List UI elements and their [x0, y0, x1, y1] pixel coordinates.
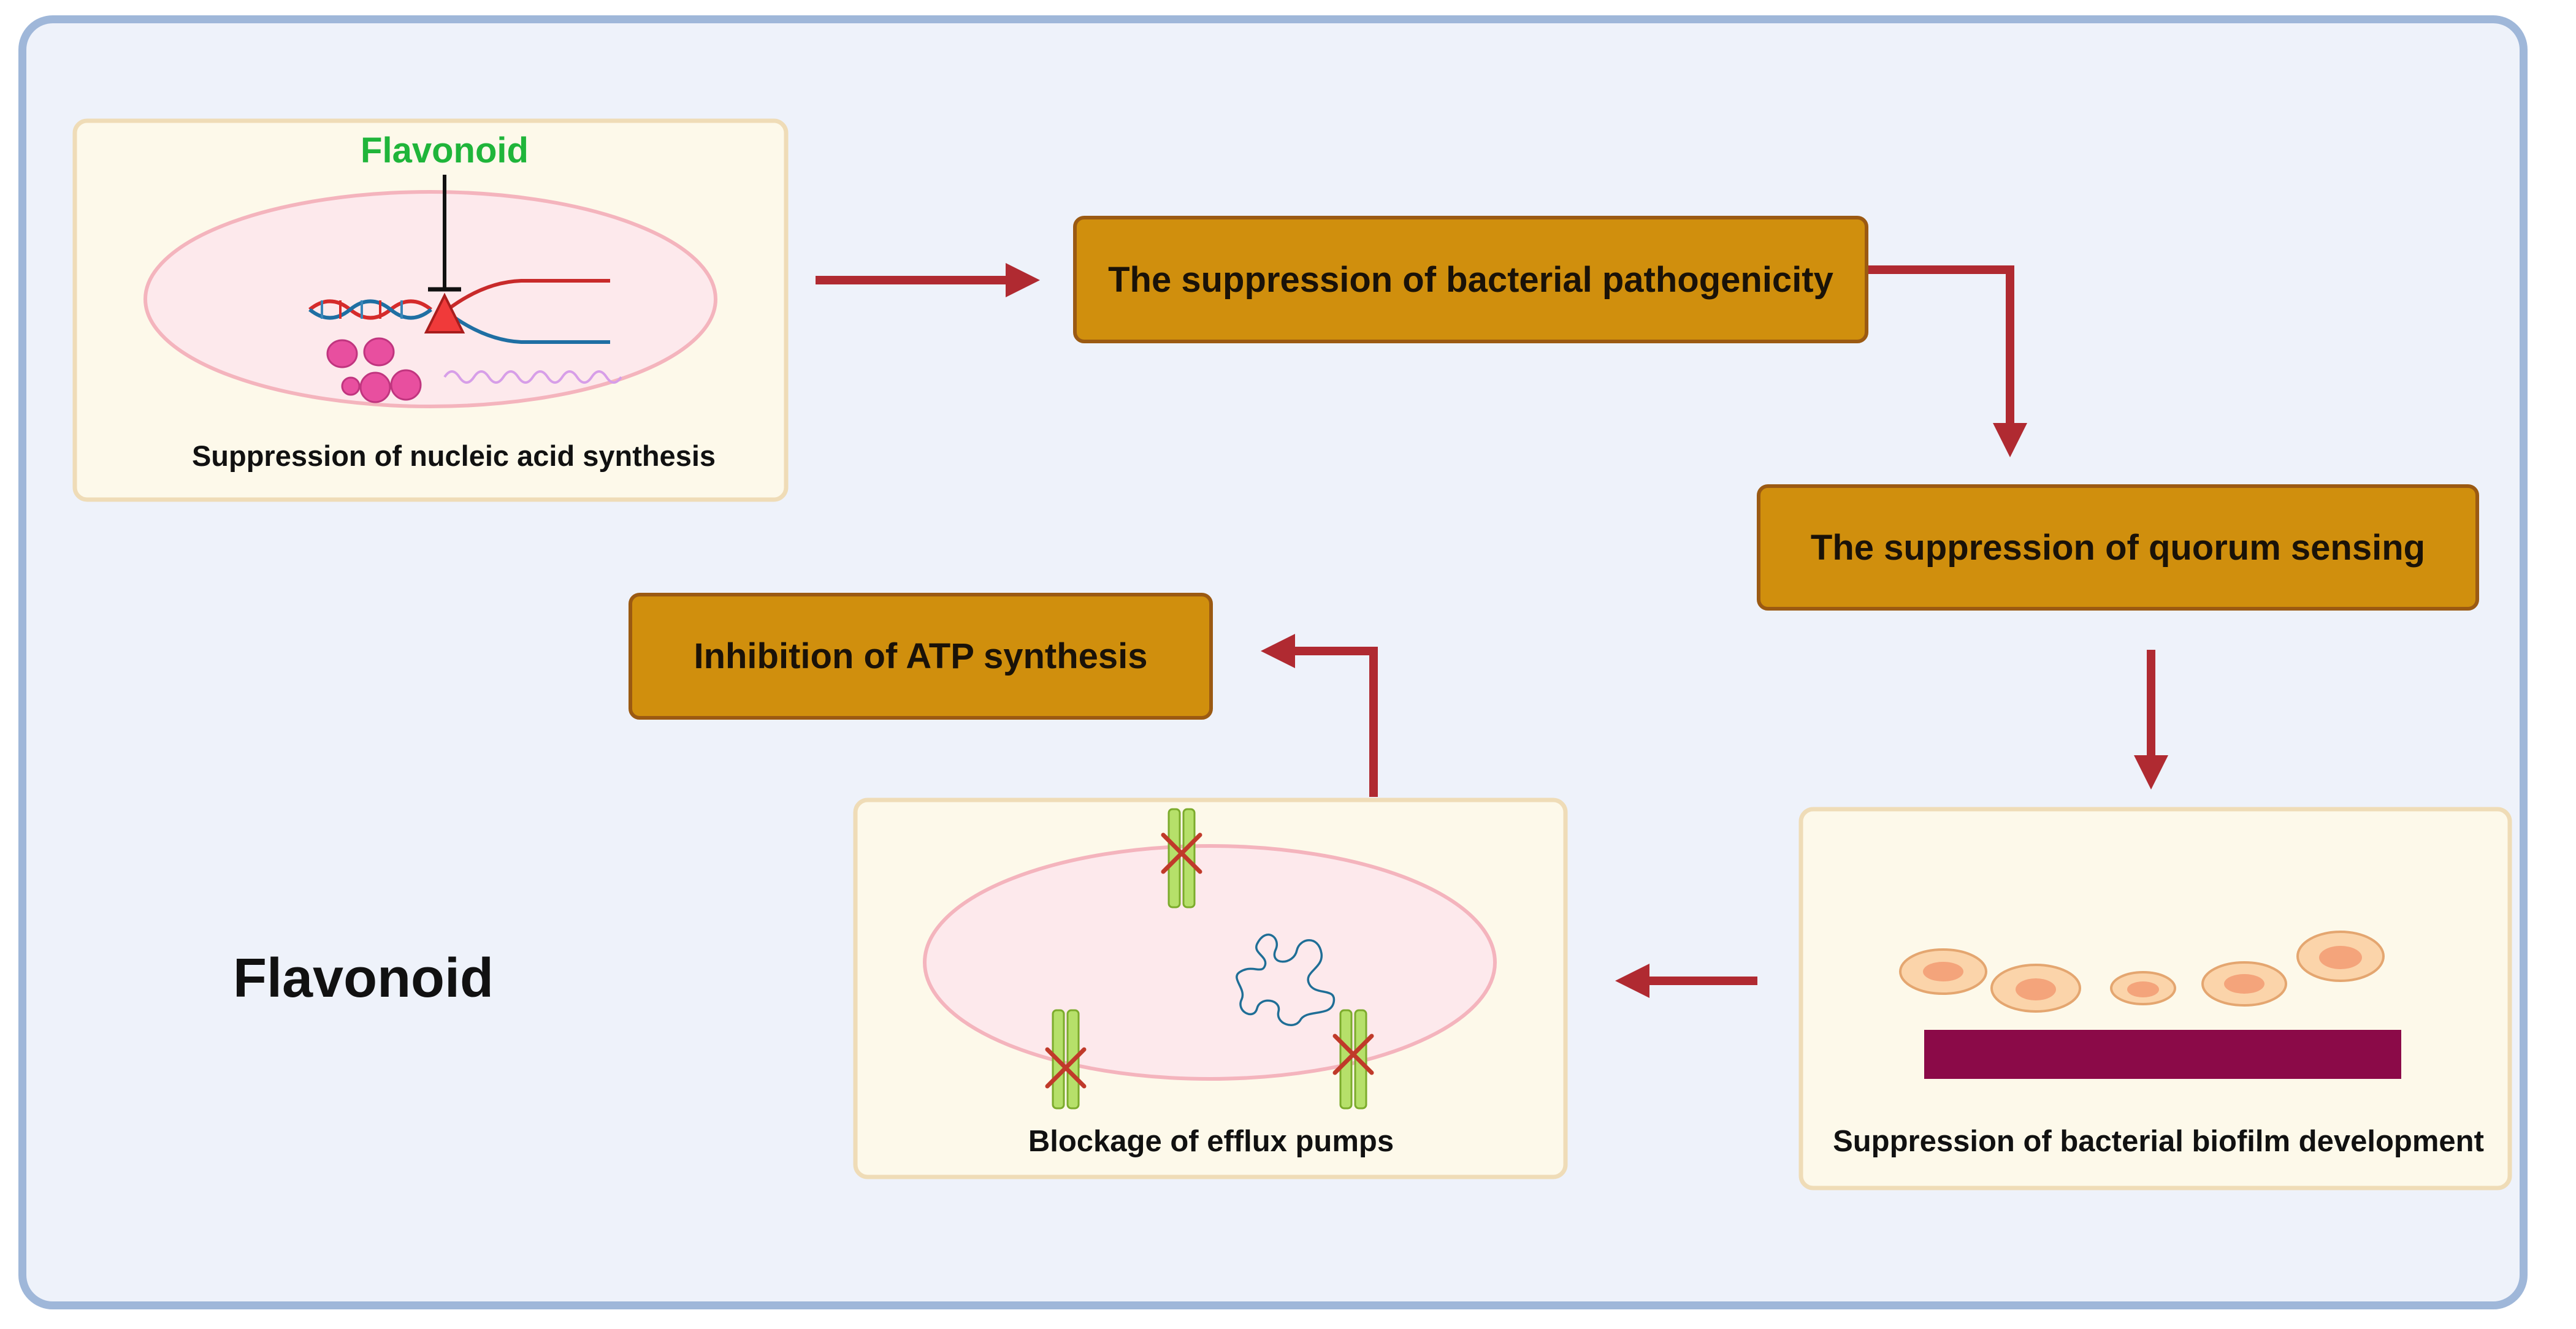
bacterial-cell-1: [143, 190, 717, 408]
mrna-strand-icon: [443, 370, 622, 384]
flavonoid-inhibitor-label: Flavonoid: [361, 131, 529, 170]
efflux-caption: Blockage of efflux pumps: [1028, 1125, 1394, 1158]
quorum-sensing-box: The suppression of quorum sensing: [1757, 484, 2479, 611]
main-flavonoid-label: Flavonoid: [233, 948, 494, 1009]
bacteria-cells-icon: [1899, 931, 2385, 1013]
inhibition-symbol-icon: [424, 175, 465, 333]
nucleic-acid-caption: Suppression of nucleic acid synthesis: [191, 440, 716, 472]
pathogenicity-box: The suppression of bacterial pathogenici…: [1073, 216, 1868, 343]
arrow-efflux-to-atp: [1261, 634, 1378, 797]
biofilm-surface: [1924, 1030, 2401, 1079]
protein-structure-icon: [1236, 934, 1336, 1026]
atp-synthesis-box: Inhibition of ATP synthesis: [629, 593, 1213, 720]
arrow-pathogenicity-to-quorum: [1867, 265, 2027, 457]
blocked-cross-icon: [1045, 832, 1374, 1089]
bacterial-cell-2: [923, 844, 1497, 1081]
ribosome-cluster-icon: [326, 337, 422, 403]
biofilm-caption: Suppression of bacterial biofilm develop…: [1833, 1125, 2484, 1158]
